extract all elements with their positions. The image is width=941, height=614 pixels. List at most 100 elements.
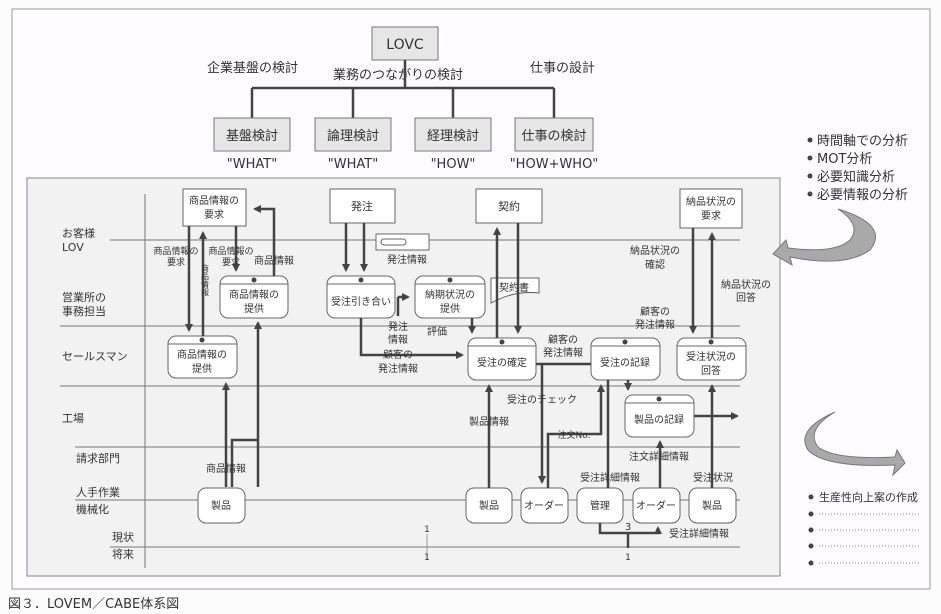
root-label: LOVC <box>386 37 424 53</box>
node-order-status-reply-l2: 回答 <box>701 364 721 377</box>
node-order-status-reply-l1: 受注状況の <box>686 350 736 363</box>
bullet-icon <box>808 543 814 549</box>
bullet-icon <box>807 155 813 161</box>
child-label-0: 基盤検討 <box>226 128 278 144</box>
process-nodes: 商品情報の 提供 受注引き合い 納期状況の 提供 商品情報の 提供 受注の確定 … <box>167 275 747 524</box>
flow-label: 納品状況の <box>630 244 680 257</box>
flow-label: 回答 <box>736 291 756 304</box>
flow-label: 発注情報 <box>543 346 583 359</box>
node-order-a <box>520 487 569 524</box>
node-req-product-info-l1: 商品情報の <box>189 194 239 207</box>
lane-future: 将来 <box>112 548 134 561</box>
node-req-product-info-l2: 要求 <box>204 209 224 221</box>
flow-label: 納品状況の <box>721 278 771 291</box>
child-sub-1: "WHAT" <box>328 157 378 172</box>
side-outcome: 生産性向上案の作成 <box>808 490 920 566</box>
analysis-item: MOT分析 <box>817 152 872 167</box>
lane-sales: セールスマン <box>62 350 128 363</box>
node-delivery-status-l1: 納期状況の <box>425 288 475 301</box>
child-sub-0: "WHAT" <box>227 157 277 172</box>
flow-label: 受注詳細情報 <box>669 527 729 540</box>
bullet-icon <box>808 511 814 517</box>
child-box-1 <box>314 117 392 152</box>
child-box-3 <box>514 117 594 152</box>
flow-label: 確認 <box>645 258 665 271</box>
bullet-icon <box>808 494 814 500</box>
node-contract <box>475 188 543 224</box>
bullet-icon <box>807 137 813 143</box>
lane-current: 現状 <box>112 530 134 544</box>
node-delivery-status-l2: 提供 <box>440 302 460 315</box>
flow-label: 注文No. <box>558 429 591 441</box>
flow-label: 商品情報の <box>153 245 198 257</box>
flow-number: 1 <box>383 553 389 563</box>
bullet-icon <box>808 560 814 566</box>
contract-doc-label: 契約書 <box>499 281 529 294</box>
flow-label: 顧客の <box>383 348 413 361</box>
analysis-item: 必要情報の分析 <box>817 188 908 203</box>
figure-caption: 図３．LOVEM／CABE体系図 <box>8 597 180 612</box>
bullet-icon <box>807 191 813 197</box>
node-req-delivery-l1: 納品状況の <box>686 195 736 208</box>
child-box-2 <box>414 117 492 152</box>
child-label-2: 経理検討 <box>427 128 479 144</box>
node-product-b-label: 製品 <box>479 499 499 512</box>
right-label: 仕事の設計 <box>530 60 595 76</box>
left-label: 企業基盤の検討 <box>207 60 298 76</box>
node-order-a-label: オーダー <box>524 499 564 512</box>
flow-label: 発注 <box>388 320 408 333</box>
lane-office-1: 営業所の <box>62 290 106 304</box>
flow-label: 商品情報 <box>254 254 294 267</box>
center-label: 業務のつながりの検討 <box>333 67 463 83</box>
flow-labels: 商品情報の 要求 商品情報 商品情報の 要求 商品情報 発注情報 発注 情報 評… <box>153 244 771 563</box>
lane-billing: 請求部門 <box>76 451 120 465</box>
flow-number: 1 <box>625 553 631 563</box>
node-product-record-label: 製品の記録 <box>634 413 684 426</box>
flow-label: 要求 <box>222 256 240 268</box>
order-doc-slot <box>380 238 407 246</box>
node-req-delivery <box>679 188 743 229</box>
analysis-item: 時間軸での分析 <box>817 134 908 149</box>
node-req-product-info <box>182 188 247 227</box>
node-provide-product-office-l1: 商品情報の <box>229 288 279 301</box>
curved-arrow-icon <box>804 411 906 477</box>
flow-label: 要求 <box>167 256 185 268</box>
child-label-1: 論理検討 <box>327 128 379 144</box>
flow-label: 発注情報 <box>378 362 418 375</box>
flow-label: 受注詳細情報 <box>580 471 640 484</box>
node-order-negotiation-label: 受注引き合い <box>331 295 391 308</box>
node-provide-product-office <box>219 275 289 319</box>
flow-label: 製品情報 <box>469 415 509 428</box>
flow-label: 評価 <box>427 325 447 338</box>
node-order-record <box>590 337 661 381</box>
child-label-3: 仕事の検討 <box>521 128 586 144</box>
node-product-a <box>197 487 246 524</box>
child-sub-2: "HOW" <box>431 157 476 172</box>
node-contract-label: 契約 <box>498 199 520 213</box>
flow-number: 1 <box>424 525 430 535</box>
lane-office-2: 事務担当 <box>62 304 106 318</box>
bullet-icon <box>808 527 814 533</box>
node-product-a-label: 製品 <box>211 499 231 512</box>
node-provide-product-office-l2: 提供 <box>244 302 264 315</box>
child-box-0 <box>213 117 291 152</box>
flow-label-vertical: 商品情報 <box>201 263 210 297</box>
node-order <box>329 188 396 224</box>
flow-label: 情報 <box>388 333 408 346</box>
flow-number: 1 <box>424 553 430 563</box>
flow-label: 顧客の <box>548 333 578 346</box>
node-order-b <box>632 487 681 524</box>
node-product-c-label: 製品 <box>702 499 722 512</box>
flow-label: 商品情報 <box>206 462 246 475</box>
node-delivery-status-provide <box>414 275 486 319</box>
side-analysis: 時間軸での分析 MOT分析 必要知識分析 必要情報の分析 <box>807 134 908 203</box>
node-order-label: 発注 <box>351 199 373 213</box>
flow-number: 3 <box>625 522 631 533</box>
node-provide-product-sales-l1: 商品情報の <box>177 348 227 361</box>
lane-labels: お客様 LOV 営業所の 事務担当 セールスマン 工場 請求部門 人手作業 機械… <box>62 226 134 561</box>
child-sub-3: "HOW+WHO" <box>510 157 599 172</box>
lane-machine: 機械化 <box>76 502 109 516</box>
node-order-b-label: オーダー <box>636 499 676 512</box>
flow-label: 商品情報の <box>208 245 253 257</box>
